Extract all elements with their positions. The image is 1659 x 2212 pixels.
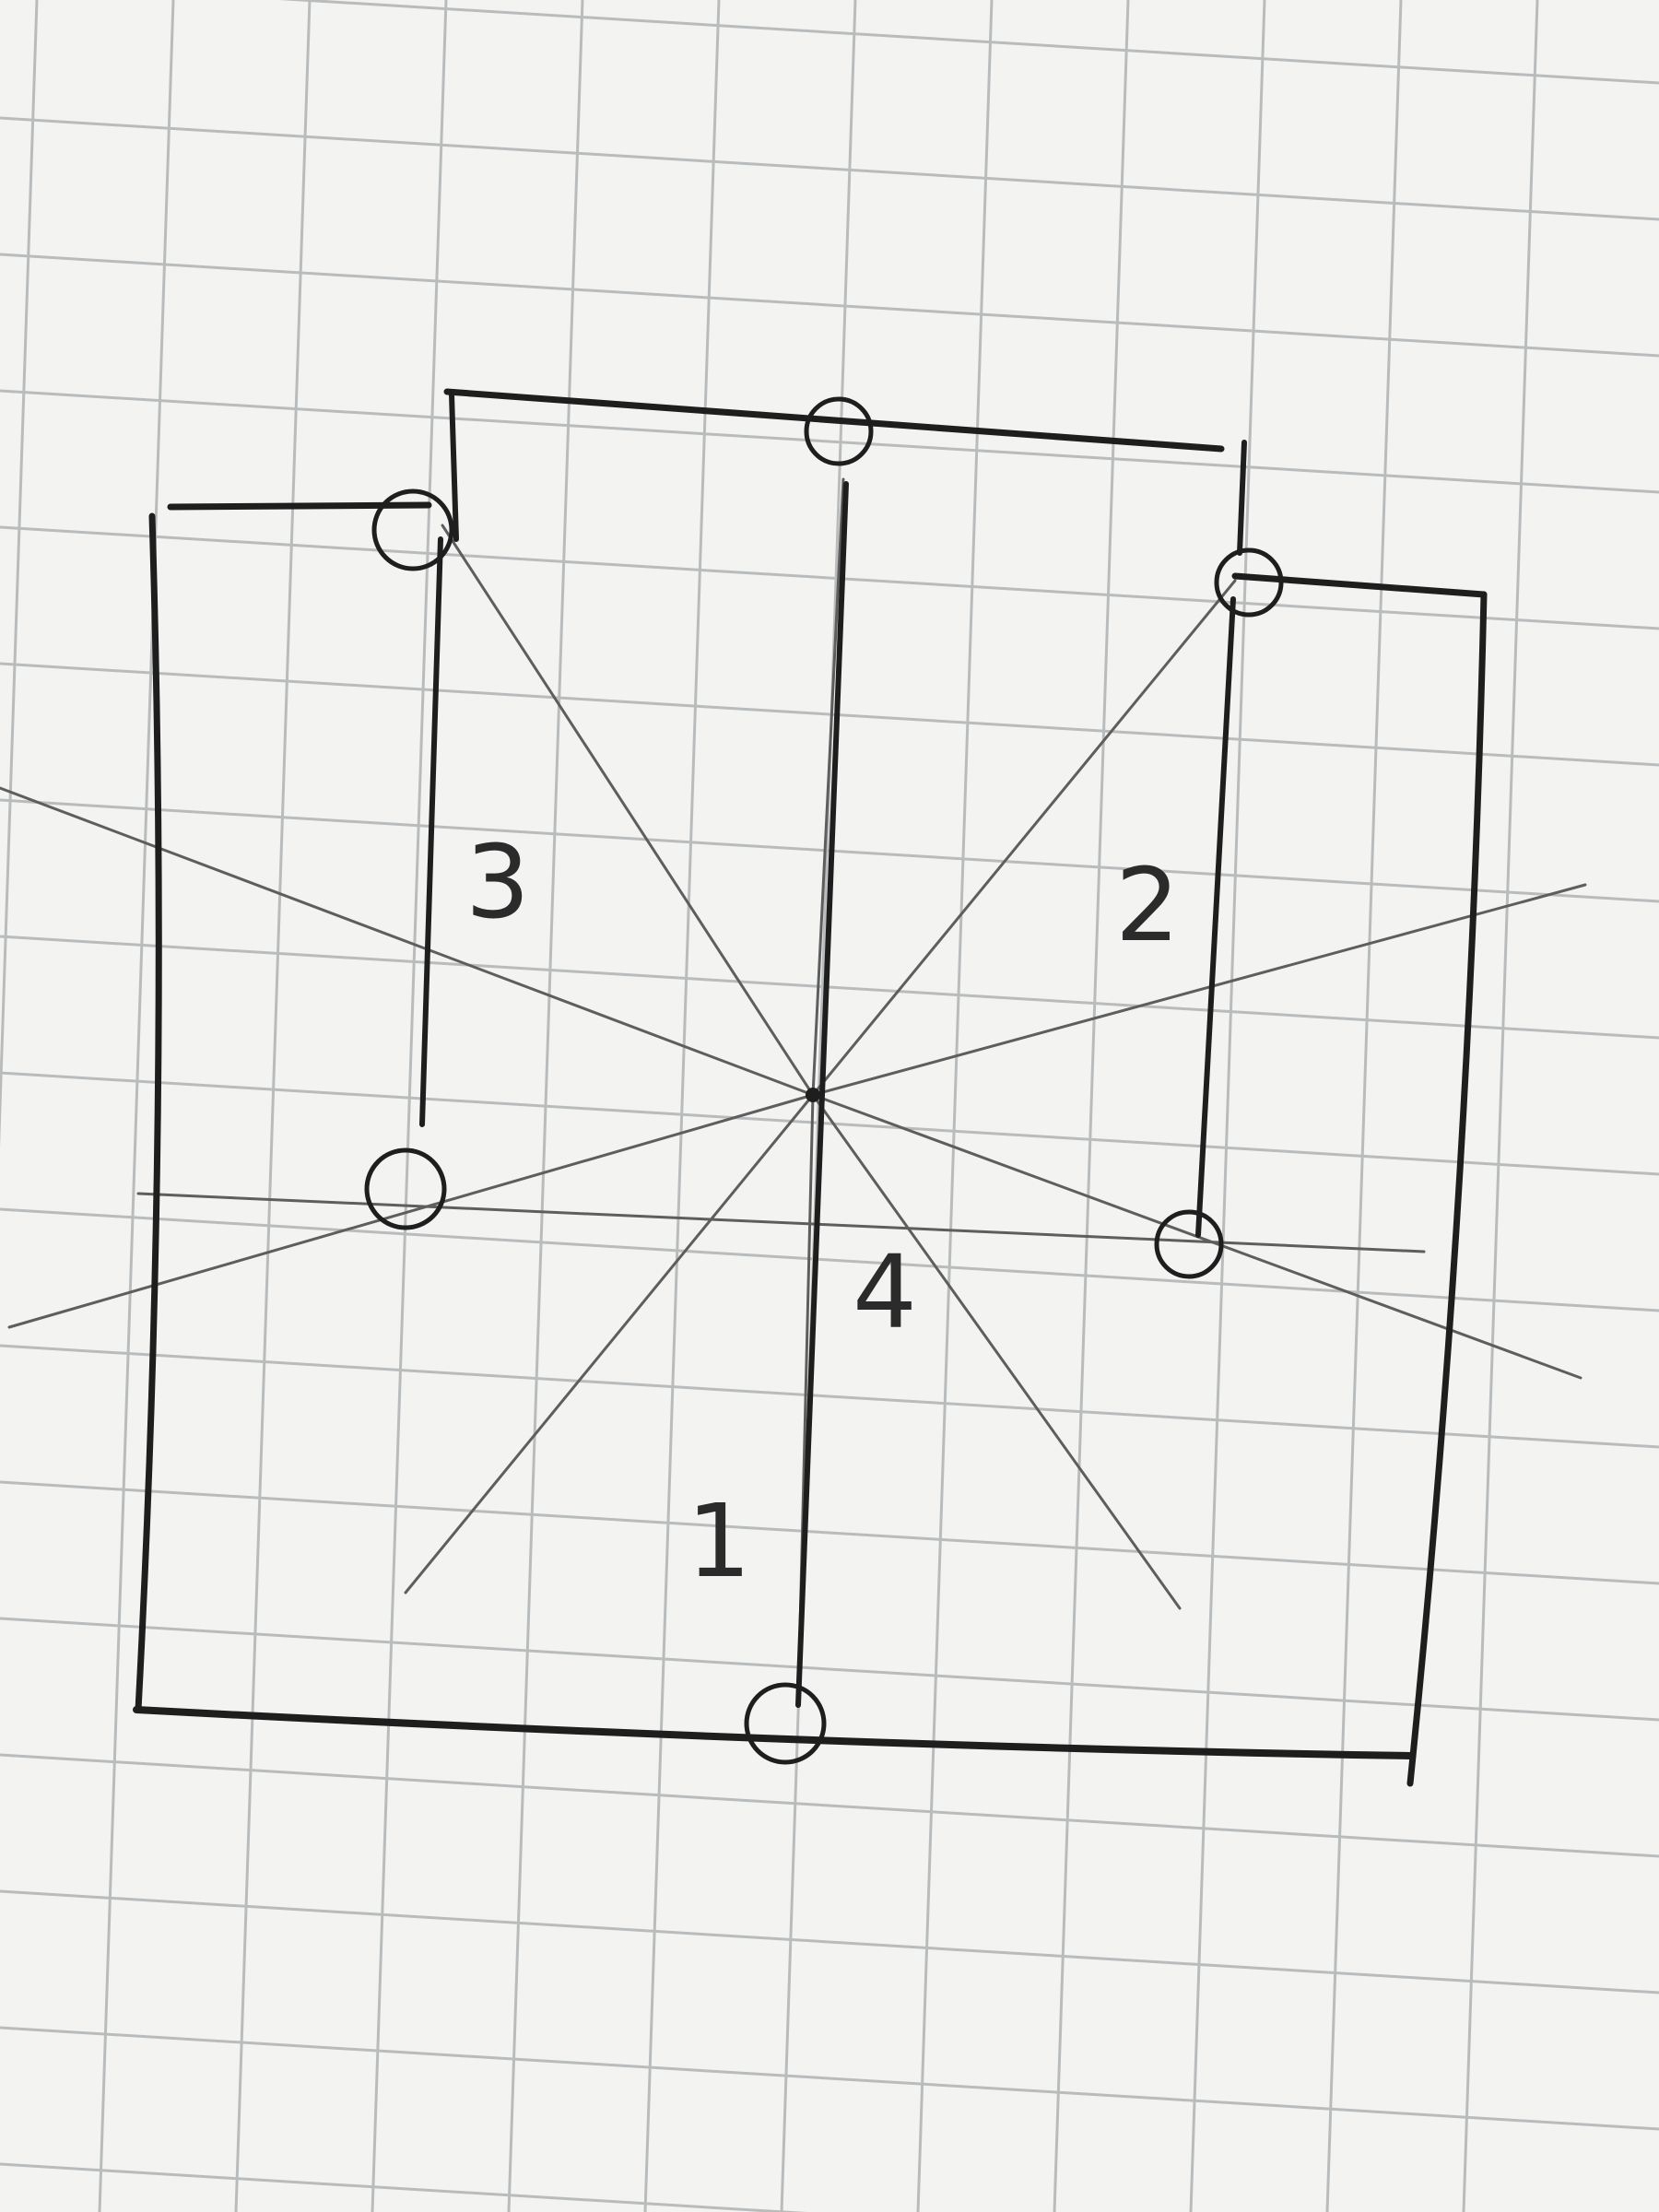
grid-line-vertical: [98, 0, 175, 2212]
radial-line-bottom-right: [811, 1093, 1182, 1610]
grid-line-horizontal: [0, 1480, 1659, 1585]
grid-line-horizontal: [0, 1889, 1659, 1994]
pencil-construction-lines: [0, 477, 1587, 1707]
region-label-2: 2: [1115, 846, 1180, 964]
grid-line-horizontal: [0, 662, 1659, 767]
radial-line-top-right: [811, 579, 1237, 1097]
grid-line-horizontal: [0, 2162, 807, 2212]
outer-frame-bottom: [133, 1706, 1414, 1759]
grid-line-vertical: [1462, 0, 1539, 2212]
grid-line-horizontal: [0, 116, 1659, 221]
radial-line-top: [811, 477, 845, 1097]
grid-line-vertical: [234, 0, 312, 2212]
radial-line-left: [0, 786, 815, 1097]
radial-line-right: [811, 883, 1587, 1097]
radial-line-bottom-left: [404, 1093, 815, 1594]
node-mid-left: [364, 1147, 447, 1230]
region-label-1: 1: [687, 1482, 751, 1600]
grid-line-vertical: [1189, 0, 1266, 2212]
grid-line-horizontal: [0, 253, 1659, 358]
grid-line-vertical: [371, 0, 448, 2212]
node-top-left: [371, 488, 454, 571]
center-vertical-line: [795, 481, 849, 1708]
grid-line-vertical: [780, 0, 857, 2212]
node-top-right: [1214, 547, 1284, 618]
radial-line-top-left: [441, 524, 815, 1097]
node-circles: [364, 396, 1284, 1765]
grid-line-vertical: [0, 0, 39, 1148]
grid-line-vertical: [916, 0, 994, 2212]
outer-frame-top-right: [1231, 572, 1488, 598]
grid-line-horizontal: [0, 2026, 1659, 2131]
grid-line-horizontal: [0, 1617, 1659, 1722]
node-top-center: [804, 396, 874, 466]
inner-frame-top: [443, 388, 1225, 453]
grid-line-horizontal: [0, 389, 1659, 494]
outer-frame-top-left: [167, 501, 432, 511]
outer-frame-right: [1406, 591, 1488, 1787]
grid-line-horizontal: [0, 1207, 1659, 1312]
horizontal-guide-line: [136, 1192, 1426, 1253]
node-mid-right: [1154, 1209, 1224, 1279]
outer-frame-left: [135, 512, 162, 1713]
grid-line-horizontal: [278, 0, 1659, 85]
inked-outlines: [133, 388, 1488, 1787]
radial-line-lower-left: [7, 1093, 815, 1329]
inner-frame-right-post: [1195, 440, 1247, 1238]
grid-line-vertical: [1325, 0, 1403, 2212]
grid-line-horizontal: [0, 1344, 1659, 1449]
grid-line-horizontal: [0, 935, 1659, 1040]
grid-line-vertical: [1053, 0, 1130, 2212]
node-bottom-center: [744, 1682, 827, 1765]
grid-line-horizontal: [0, 1071, 1659, 1176]
inner-frame-left-post: [419, 392, 459, 1127]
grid-line-horizontal: [0, 1753, 1659, 1858]
region-label-4: 4: [853, 1233, 917, 1351]
region-label-3: 3: [465, 823, 530, 941]
center-point: [806, 1088, 820, 1102]
grid-line-horizontal: [0, 525, 1659, 630]
grid-line-vertical: [643, 0, 721, 2212]
